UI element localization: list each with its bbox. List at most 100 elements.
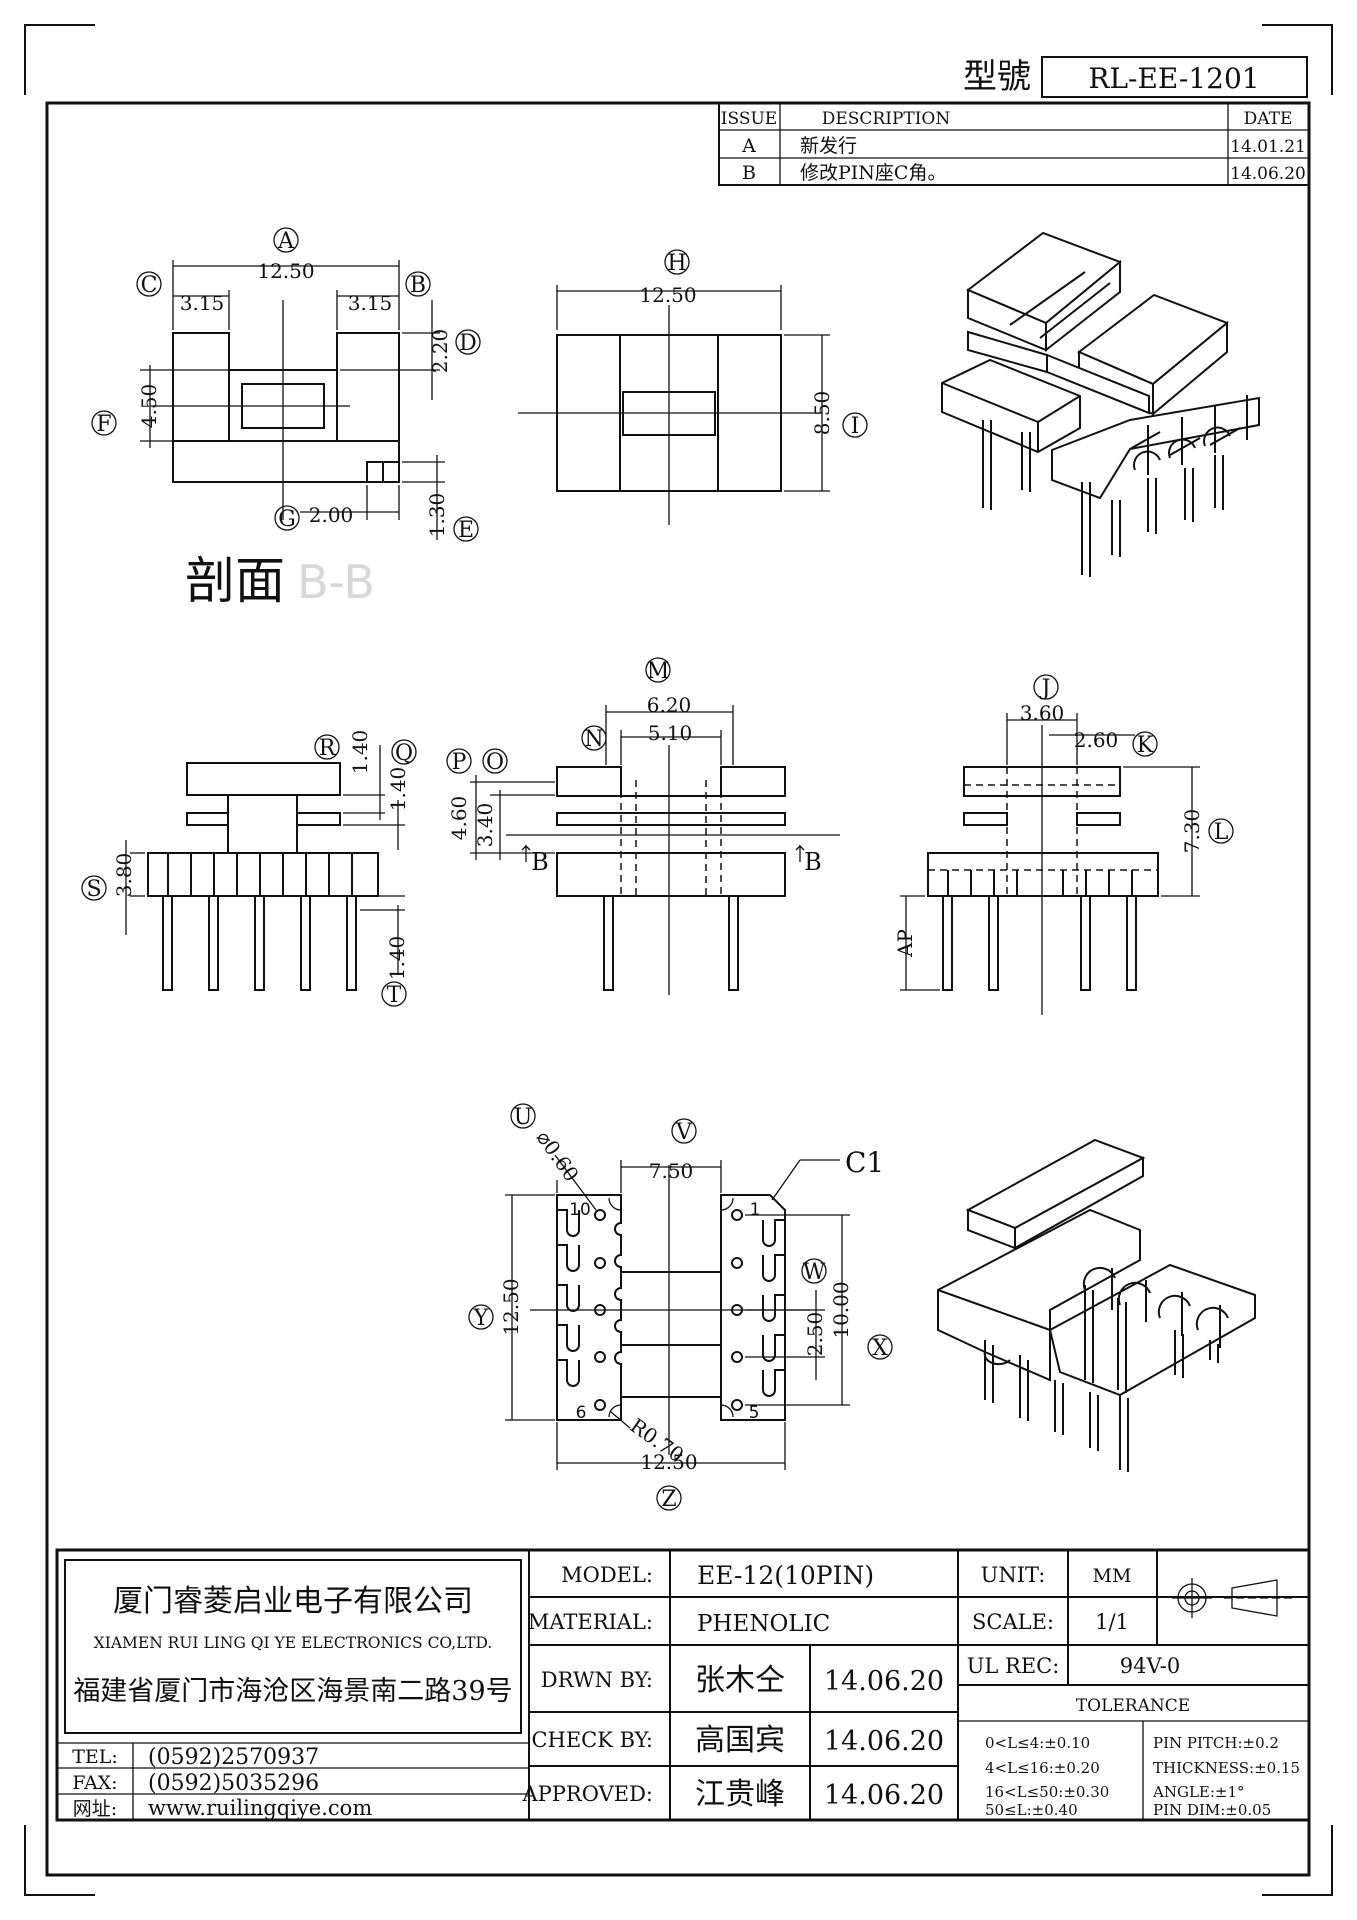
label-l: L [1214, 820, 1229, 845]
drawn-by: 张木仝 [695, 1663, 785, 1698]
dim-o: 3.40 [473, 803, 497, 848]
dim-p: 4.60 [447, 796, 471, 841]
dim-l: 7.30 [1180, 809, 1204, 854]
web-value: www.ruilingqiye.com [148, 1796, 372, 1820]
dim-a: 12.50 [257, 259, 314, 283]
fax-value: (0592)5035296 [148, 1771, 319, 1796]
material-label: MATERIAL: [528, 1610, 653, 1634]
web-label: 网址: [73, 1798, 117, 1820]
approved-label: APPROVED: [522, 1782, 654, 1806]
dim-s: 3.80 [112, 853, 136, 898]
label-u: U [514, 1105, 533, 1130]
label-h: H [667, 251, 686, 276]
label-g: G [278, 507, 296, 532]
dim-d: 2.20 [428, 329, 452, 374]
dim-v: 7.50 [649, 1159, 694, 1183]
section-id: B-B [297, 555, 375, 609]
pin-label-5: 5 [749, 1403, 760, 1423]
corner-mark-br [1262, 1825, 1333, 1896]
dim-r: 1.40 [348, 730, 372, 775]
rev-header-issue: ISSUE [721, 109, 777, 129]
ul-label: UL REC: [967, 1654, 1060, 1678]
pin-label-10: 10 [569, 1200, 591, 1220]
dim-c: 3.15 [180, 291, 225, 315]
ul-value: 94V-0 [1120, 1654, 1180, 1678]
tolerance-thickness: THICKNESS:±0.15 [1153, 1759, 1300, 1777]
tolerance-range-1: 0<L≤4:±0.10 [985, 1734, 1090, 1752]
dim-m: 6.20 [647, 693, 692, 717]
label-k: K [1137, 733, 1154, 758]
label-w: W [803, 1260, 826, 1285]
tel-value: (0592)2570937 [148, 1745, 319, 1770]
label-o: O [486, 750, 504, 775]
unit-label: UNIT: [981, 1563, 1046, 1587]
model-number: RL-EE-1201 [1088, 62, 1259, 95]
label-q: Q [395, 741, 413, 766]
dim-g: 2.00 [309, 503, 354, 527]
side-view-middle: M 6.20 N 5.10 P O 4.60 3.40 B B [446, 657, 840, 995]
company-name-cn: 厦门睿菱启业电子有限公司 [113, 1584, 473, 1619]
title-block: 厦门睿菱启业电子有限公司 XIAMEN RUI LING QI YE ELECT… [55, 1548, 1311, 1822]
tolerance-pin-dim: PIN DIM:±0.05 [1153, 1801, 1271, 1819]
dim-n: 5.10 [648, 721, 693, 745]
label-a: A [277, 229, 295, 254]
corner-mark-tl [24, 24, 95, 95]
model-label: 型號 [963, 57, 1031, 97]
dim-t: 1.40 [385, 936, 409, 981]
rev-row-description: 修改PIN座C角。 [800, 162, 946, 184]
rev-row-date: 14.01.21 [1230, 137, 1306, 157]
unit-value: MM [1093, 1565, 1132, 1587]
model-number-box [1041, 56, 1308, 98]
rev-row-issue: A [741, 135, 756, 157]
label-m: M [647, 659, 670, 684]
corner-mark-bl [24, 1825, 95, 1896]
check-by: 高国宾 [695, 1723, 785, 1758]
rev-row-date: 14.06.20 [1230, 164, 1306, 184]
section-mark-right: B [804, 848, 822, 876]
corner-mark-tr [1262, 24, 1333, 95]
label-p: P [452, 750, 467, 775]
dim-u: ⌀0.60 [532, 1126, 584, 1186]
side-view-right: J 3.60 2.60 K 7.30 L AP [893, 674, 1234, 1015]
label-d: D [459, 331, 477, 356]
label-j: J [1040, 676, 1051, 701]
model-field-value: EE-12(10PIN) [697, 1561, 874, 1590]
model-field-label: MODEL: [561, 1563, 653, 1587]
scale-value: 1/1 [1095, 1610, 1129, 1634]
rev-row-description: 新发行 [800, 135, 857, 157]
rev-header-description: DESCRIPTION [822, 109, 951, 129]
dim-i: 8.50 [810, 391, 834, 436]
bottom-view: U ⌀0.60 V 7.50 C1 W 2.50 10.00 X Y 12.50… [468, 1103, 893, 1512]
rev-header-date: DATE [1244, 109, 1293, 129]
dim-j: 3.60 [1020, 701, 1065, 725]
side-view-left: R 1.40 Q 1.40 S 3.80 1.40 T [81, 730, 417, 1008]
bobbin-3d-view-bottom [937, 1138, 1256, 1472]
bobbin-3d-view-top [941, 231, 1260, 577]
chamfer-c1: C1 [845, 1146, 884, 1179]
label-t: T [387, 983, 402, 1008]
top-view: A 12.50 C 3.15 B 3.15 2.20 D F 4.50 G 2.… [91, 227, 481, 610]
company-name-en: XIAMEN RUI LING QI YE ELECTRONICS CO,LTD… [94, 1634, 493, 1652]
pin-label-6: 6 [576, 1403, 587, 1423]
dim-y: 12.50 [499, 1278, 523, 1335]
main-border [45, 101, 1311, 1877]
company-address: 福建省厦门市海沧区海景南二路39号 [73, 1676, 512, 1707]
dim-e: 1.30 [425, 493, 449, 538]
dim-w: 2.50 [803, 1312, 827, 1357]
check-label: CHECK BY: [531, 1728, 653, 1752]
front-view: H 12.50 8.50 I [518, 249, 868, 525]
dim-b: 3.15 [348, 291, 393, 315]
material-value: PHENOLIC [697, 1611, 830, 1637]
dim-ap: AP [893, 929, 917, 958]
dim-h: 12.50 [639, 283, 696, 307]
tolerance-range-4: 50≤L:±0.40 [985, 1801, 1078, 1819]
dim-k: 2.60 [1074, 728, 1119, 752]
dim-z: 12.50 [640, 1450, 697, 1474]
label-r: R [319, 736, 337, 761]
approved-date: 14.06.20 [824, 1780, 944, 1811]
drawn-date: 14.06.20 [824, 1666, 944, 1697]
label-v: V [675, 1120, 693, 1145]
dim-f: 4.50 [137, 384, 161, 429]
tolerance-label: TOLERANCE [1076, 1696, 1190, 1716]
